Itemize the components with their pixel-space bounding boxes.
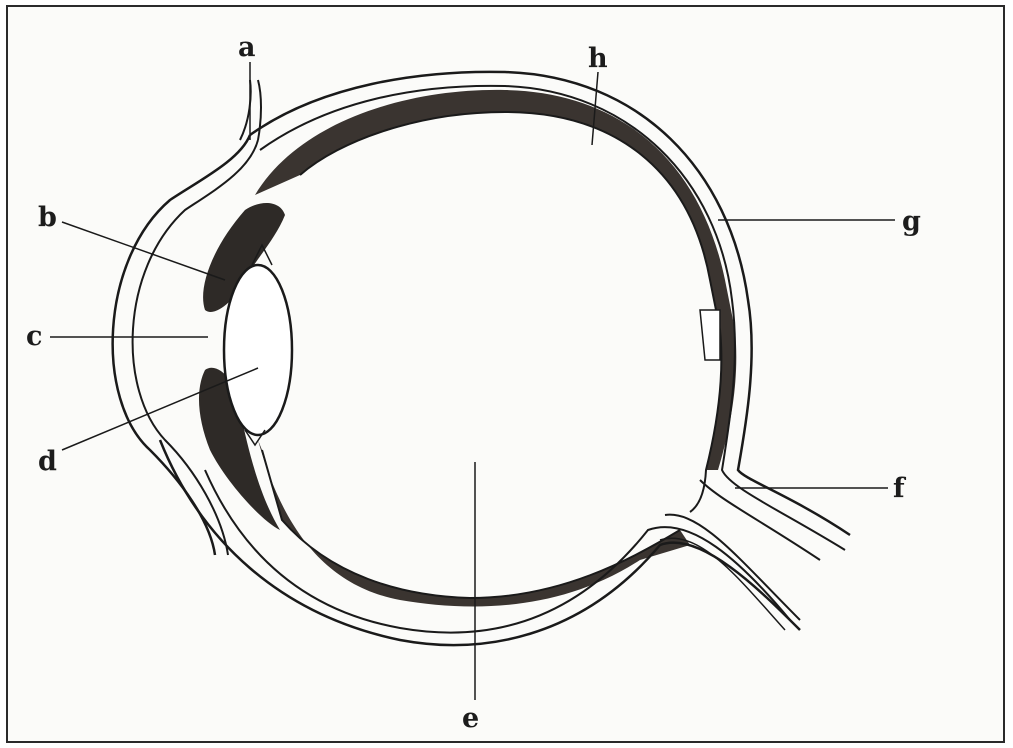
blind-spot <box>700 310 720 360</box>
sclera-outer-lower <box>160 440 800 645</box>
retina <box>300 112 721 512</box>
sclera-inner <box>260 86 845 550</box>
label-c: c <box>26 321 42 352</box>
label-e: e <box>462 703 479 734</box>
choroid-layer <box>255 90 736 470</box>
label-h: h <box>588 43 608 74</box>
label-b: b <box>38 202 57 233</box>
lens <box>224 265 292 435</box>
label-f: f <box>893 473 907 504</box>
label-g: g <box>902 206 921 237</box>
label-d: d <box>38 446 57 477</box>
label-a: a <box>238 32 256 63</box>
retina-lower <box>262 450 680 598</box>
